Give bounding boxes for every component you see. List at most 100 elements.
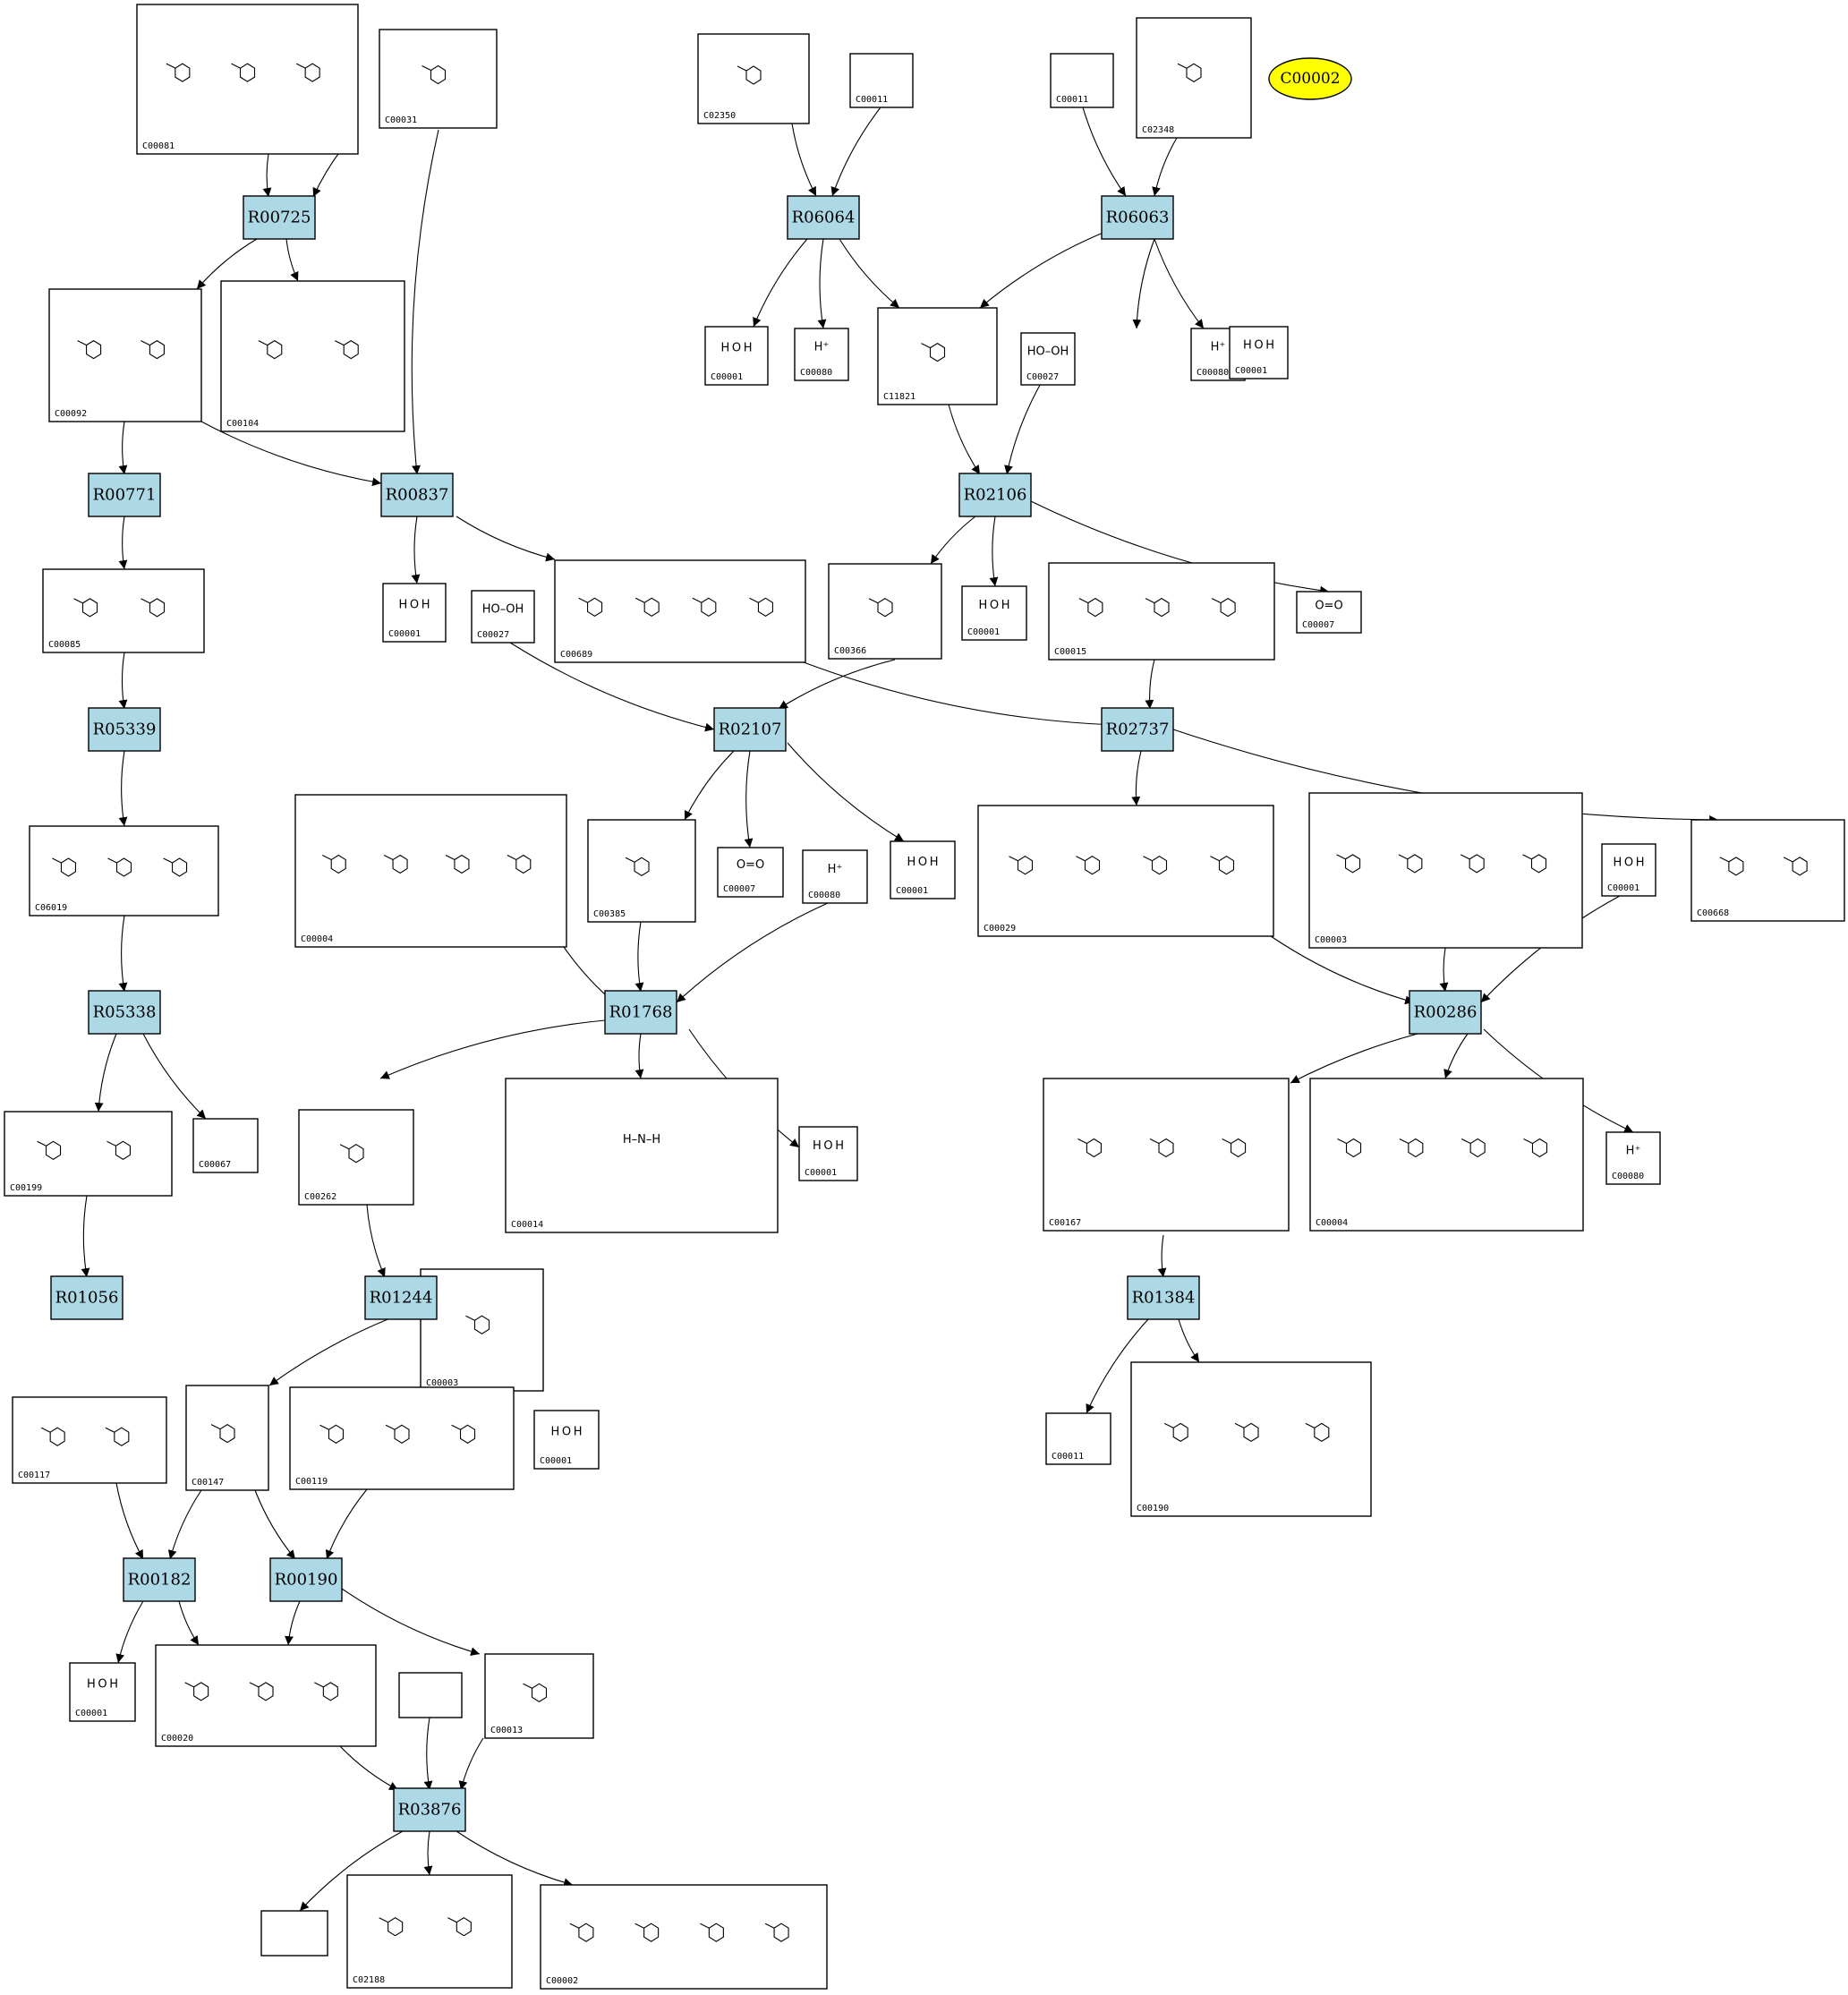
reaction-node-r02737[interactable]: R02737 (1101, 707, 1174, 752)
compound-id-label: C00119 (295, 1477, 328, 1487)
reaction-box[interactable] (1101, 195, 1174, 240)
reaction-box[interactable] (713, 707, 787, 752)
compound-node-c00080-9[interactable]: H⁺C00080 (794, 328, 849, 381)
reaction-box[interactable] (1409, 990, 1482, 1035)
compound-node-c00385-24[interactable]: C00385 (587, 819, 696, 923)
compound-formula: H O H (551, 1425, 583, 1438)
compound-node-c00004-23[interactable]: C00004 (294, 794, 567, 948)
highlighted-compound-ellipse[interactable] (1268, 57, 1352, 100)
compound-node-c00668-31[interactable]: C00668 (1690, 819, 1845, 922)
compound-id-label: C02350 (703, 111, 736, 121)
reaction-node-r01244[interactable]: R01244 (364, 1275, 438, 1320)
compound-node-c00080-40[interactable]: H⁺C00080 (1605, 1131, 1661, 1185)
compound-node-c00147-42[interactable]: C00147 (185, 1385, 269, 1491)
compound-node-c00031-1[interactable]: C00031 (379, 29, 498, 129)
compound-node-c00003-29[interactable]: C00003 (1308, 792, 1583, 949)
compound-node-c00119-43[interactable]: C00119 (289, 1386, 515, 1490)
compound-box (794, 328, 849, 381)
compound-node-unlabeled-51[interactable] (260, 1910, 328, 1957)
compound-node-c00199-32[interactable]: C00199 (4, 1111, 173, 1197)
reaction-node-r05339[interactable]: R05339 (88, 707, 161, 752)
reaction-box[interactable] (393, 1787, 466, 1832)
reaction-edge-65 (341, 1588, 481, 1656)
compound-node-c00262-34[interactable]: C00262 (298, 1109, 414, 1206)
compound-node-c00689-17[interactable]: C00689 (554, 559, 806, 663)
reaction-node-r01384[interactable]: R01384 (1127, 1275, 1200, 1320)
compound-node-c00029-28[interactable]: C00029 (977, 805, 1274, 937)
compound-node-c00067-33[interactable]: C00067 (192, 1118, 259, 1173)
compound-node-c00013-50[interactable]: C00013 (484, 1653, 594, 1739)
reaction-node-r00725[interactable]: R00725 (243, 195, 316, 240)
reaction-box[interactable] (50, 1275, 123, 1320)
compound-node-c11821-10[interactable]: C11821 (877, 307, 998, 405)
reaction-node-r01768[interactable]: R01768 (604, 990, 677, 1035)
compound-box (1045, 1412, 1111, 1465)
compound-node-c00011-45[interactable]: C00011 (1045, 1412, 1111, 1465)
reaction-node-r00182[interactable]: R00182 (123, 1557, 196, 1602)
reaction-node-r00771[interactable]: R00771 (88, 473, 161, 517)
reaction-node-r00837[interactable]: R00837 (380, 473, 454, 517)
compound-node-c00080-26[interactable]: H⁺C00080 (802, 849, 868, 904)
compound-node-c00085-14[interactable]: C00085 (42, 568, 205, 653)
reaction-edge-29 (1145, 659, 1155, 710)
compound-node-c02350-2[interactable]: C02350 (697, 33, 810, 124)
compound-node-c00366-18[interactable]: C00366 (828, 563, 942, 660)
reaction-box[interactable] (88, 473, 161, 517)
reaction-node-r00190[interactable]: R00190 (269, 1557, 343, 1602)
reaction-box[interactable] (1101, 707, 1174, 752)
compound-node-c00081-0[interactable]: C00081 (136, 4, 359, 155)
compound-node-c00020-48[interactable]: C00020 (155, 1644, 377, 1747)
compound-node-c02348-5[interactable]: C02348 (1136, 17, 1252, 139)
reaction-box[interactable] (604, 990, 677, 1035)
reaction-box[interactable] (269, 1557, 343, 1602)
compound-node-c00004-39[interactable]: C00004 (1309, 1078, 1584, 1232)
compound-node-c02188-52[interactable]: C02188 (346, 1874, 513, 1989)
reaction-box[interactable] (380, 473, 454, 517)
reaction-box[interactable] (243, 195, 316, 240)
compound-node-c06019-22[interactable]: C06019 (29, 825, 219, 917)
reaction-edge-67 (423, 1717, 433, 1791)
compound-node-c00002-53[interactable]: C00002 (540, 1884, 828, 1990)
reaction-box[interactable] (88, 990, 161, 1035)
compound-id-label: C00085 (48, 640, 81, 650)
reaction-box[interactable] (958, 473, 1032, 517)
reaction-box[interactable] (88, 707, 161, 752)
compound-node-c00015-20[interactable]: C00015 (1048, 562, 1275, 661)
compound-node-unlabeled-49[interactable] (398, 1672, 463, 1718)
reaction-node-r03876[interactable]: R03876 (393, 1787, 466, 1832)
reaction-box[interactable] (364, 1275, 438, 1320)
compound-node-c00011-4[interactable]: C00011 (1050, 53, 1114, 108)
reaction-node-r02107[interactable]: R02107 (713, 707, 787, 752)
compound-node-c00117-41[interactable]: C00117 (12, 1396, 167, 1484)
reaction-box[interactable] (1127, 1275, 1200, 1320)
compound-node-c00003-36[interactable]: C00003 (420, 1268, 544, 1392)
compound-node-c00190-46[interactable]: C00190 (1130, 1361, 1372, 1517)
reaction-box[interactable] (787, 195, 860, 240)
compound-box (42, 568, 205, 653)
reaction-node-r02106[interactable]: R02106 (958, 473, 1032, 517)
reaction-node-r06063[interactable]: R06063 (1101, 195, 1174, 240)
compound-node-c00011-3[interactable]: C00011 (849, 53, 914, 108)
compound-node-c00092-6[interactable]: C00092 (48, 288, 202, 422)
compound-node-c00167-38[interactable]: C00167 (1043, 1078, 1290, 1232)
reaction-node-r06064[interactable]: R06064 (787, 195, 860, 240)
reaction-node-r00286[interactable]: R00286 (1409, 990, 1482, 1035)
compound-node-c00104-7[interactable]: C00104 (220, 280, 405, 432)
reaction-node-r05338[interactable]: R05338 (88, 990, 161, 1035)
reaction-node-r01056[interactable]: R01056 (50, 1275, 123, 1320)
reaction-box[interactable] (123, 1557, 196, 1602)
